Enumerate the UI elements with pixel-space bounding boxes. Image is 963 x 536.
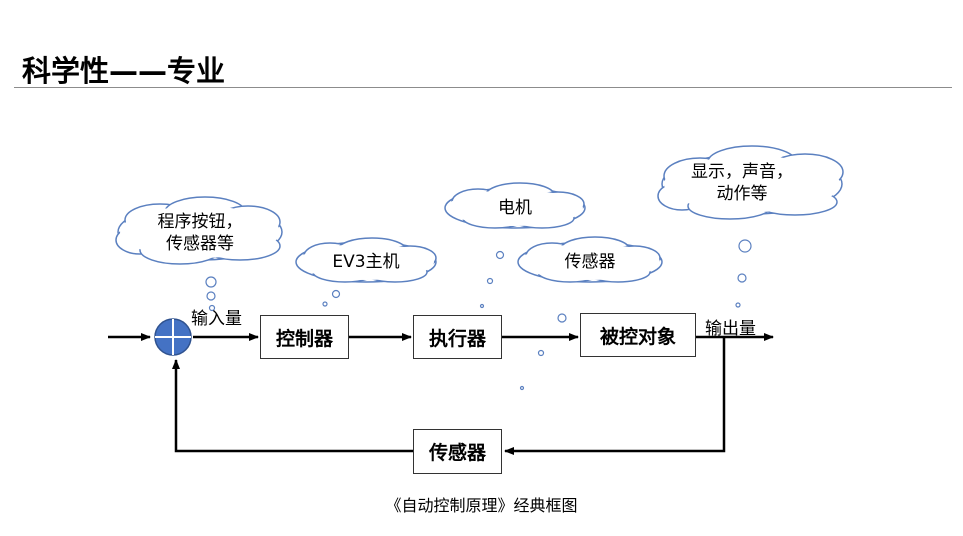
input-device-line2: 传感器等: [166, 234, 234, 254]
controller-block: 控制器: [260, 315, 349, 359]
summing-junction: [154, 318, 192, 356]
sensor-device-callout: 传感器: [564, 252, 616, 272]
signal-lines: [108, 333, 774, 455]
cloud-sensor-device: [517, 236, 663, 283]
input-device-callout: 程序按钮， 传感器等: [130, 211, 270, 255]
slide-title: 科学性——专业: [22, 54, 226, 88]
cloud-controller-device: [295, 237, 437, 283]
output-device-callout: 显示，声音， 动作等: [672, 161, 812, 205]
actuator-device-callout: 电机: [498, 198, 532, 218]
actuator-block: 执行器: [413, 315, 502, 359]
input-signal-label: 输入量: [191, 309, 242, 329]
output-device-line1: 显示，声音，: [691, 162, 793, 182]
input-device-line1: 程序按钮，: [157, 212, 243, 232]
cloud-output-device: [657, 145, 844, 220]
thought-bubbles: [205, 239, 752, 391]
cloud-input-device: [115, 196, 283, 265]
cloud-actuator-device: [444, 182, 586, 229]
sensor-block: 传感器: [413, 429, 502, 474]
title-divider: [14, 87, 952, 88]
plant-block: 被控对象: [580, 313, 696, 357]
figure-caption: 《自动控制原理》经典框图: [385, 496, 578, 515]
output-device-line2: 动作等: [716, 184, 768, 204]
output-signal-label: 输出量: [705, 319, 756, 339]
controller-device-callout: EV3主机: [332, 252, 400, 272]
